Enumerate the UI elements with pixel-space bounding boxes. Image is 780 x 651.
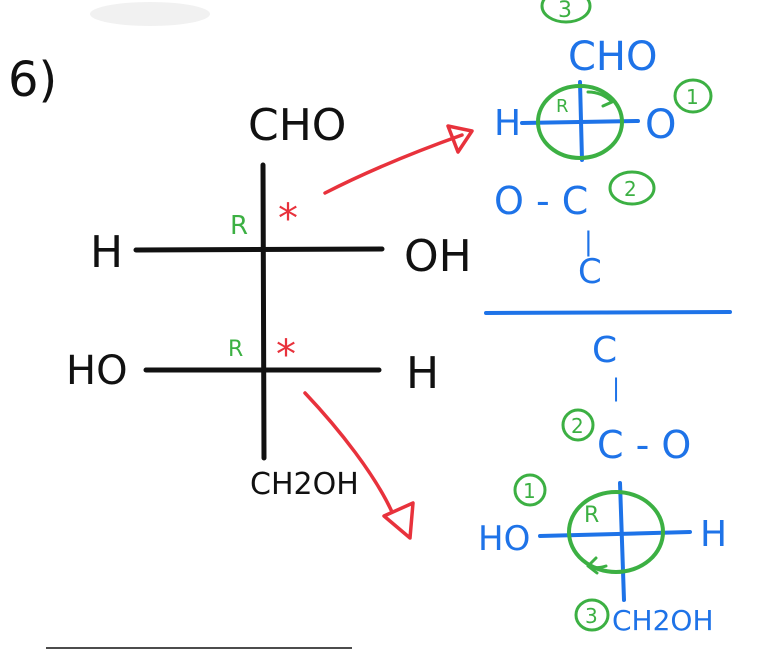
upper-priority-top-circle bbox=[540, 0, 592, 24]
lower-config: R bbox=[584, 503, 599, 528]
arrow-upper-head bbox=[446, 124, 474, 154]
lower-config-circle bbox=[567, 490, 665, 574]
upper-vertical-bond bbox=[578, 80, 584, 162]
upper-middle-priority: 2 bbox=[624, 177, 637, 201]
lower-rotation-arrow bbox=[586, 556, 608, 575]
fischer-c1-right-group: OH bbox=[404, 231, 472, 282]
lower-projection: C | 2 C - O 1 HO H R 3 CH2OH bbox=[478, 330, 727, 637]
lower-bottom-group: CH2OH bbox=[612, 604, 714, 637]
fischer-c2-right-group: H bbox=[406, 348, 439, 399]
lower-right-group: H bbox=[700, 514, 727, 555]
upper-middle-group: O - C bbox=[494, 179, 588, 223]
lower-left-priority-circle bbox=[513, 473, 547, 507]
red-arrows bbox=[303, 124, 474, 540]
upper-left-group: H bbox=[494, 103, 521, 144]
arrow-to-upper-projection bbox=[323, 133, 464, 195]
upper-config-circle bbox=[536, 84, 624, 160]
upper-top-group: CHO bbox=[568, 34, 658, 80]
lower-bottom-priority: 3 bbox=[585, 604, 598, 628]
projection-divider bbox=[484, 310, 732, 315]
smudge bbox=[90, 2, 210, 26]
fischer-c1-left-group: H bbox=[90, 227, 123, 278]
fischer-projection: CHO H OH HO H CH2OH R R * * bbox=[66, 100, 472, 502]
lower-bottom-priority-circle bbox=[574, 598, 610, 632]
fischer-c2-config: R bbox=[228, 337, 243, 362]
fischer-c2-stereo-mark: * bbox=[276, 332, 296, 378]
lower-upper-bond: | bbox=[612, 374, 620, 402]
lower-middle-priority-circle bbox=[561, 408, 595, 442]
lower-middle-priority: 2 bbox=[571, 414, 584, 438]
upper-lower-bond: | bbox=[584, 227, 593, 257]
fischer-c1-stereo-mark: * bbox=[278, 196, 298, 242]
lower-left-priority: 1 bbox=[523, 479, 536, 503]
fischer-c2-left-group: HO bbox=[66, 348, 128, 394]
upper-middle-priority-circle bbox=[608, 170, 656, 206]
lower-horizontal-bond bbox=[538, 530, 692, 538]
lower-top-group: C bbox=[592, 330, 617, 371]
fischer-c1-config: R bbox=[230, 211, 248, 241]
fischer-bottom-group: CH2OH bbox=[250, 467, 359, 502]
upper-projection: 3 CHO H O R 1 O - C 2 | C bbox=[494, 0, 713, 292]
fischer-top-group: CHO bbox=[248, 100, 346, 151]
problem-label: 6) bbox=[8, 52, 57, 108]
upper-bottom-group: C bbox=[578, 252, 602, 292]
fischer-vertical-bond bbox=[260, 162, 267, 461]
upper-rotation-arrow bbox=[586, 90, 614, 108]
upper-priority-top: 3 bbox=[558, 0, 572, 23]
arrow-lower-head bbox=[382, 501, 415, 540]
upper-config: R bbox=[556, 96, 569, 117]
lower-middle-group: C - O bbox=[597, 423, 691, 467]
upper-right-priority-circle bbox=[673, 78, 713, 114]
upper-right-group: O bbox=[645, 102, 676, 148]
lower-left-group: HO bbox=[478, 519, 530, 559]
upper-right-priority: 1 bbox=[686, 85, 699, 109]
fischer-c1-horizontal-bond bbox=[133, 246, 385, 253]
lower-vertical-bond bbox=[618, 481, 626, 602]
arrow-to-lower-projection bbox=[303, 391, 394, 514]
